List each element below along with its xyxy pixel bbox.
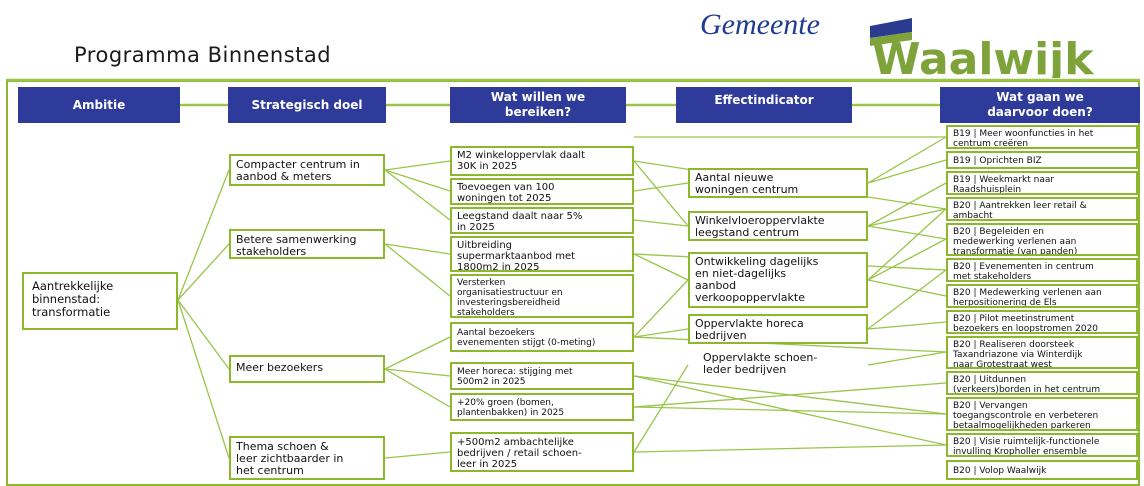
connector-line [633,160,689,227]
actie-herpositionering-els: B20 | Medewerking verlenen aan herpositi… [946,284,1138,308]
actie-aantrekken-leer-retail: B20 | Aantrekken leer retail & ambacht [946,197,1138,221]
connector-line [867,351,947,366]
connector-line [384,169,451,221]
indicator-ontwikkeling-aanbod: Ontwikkeling dagelijks en niet-dagelijks… [688,252,868,308]
actie-begeleiden-transformatie: B20 | Begeleiden en medewerking verlenen… [946,223,1138,256]
resultaat-organisatiestructuur: Versterken organisatiestructuur en inves… [450,274,634,318]
actie-weekmarkt: B19 | Weekmarkt naar Raadshuisplein [946,171,1138,195]
connector-line [633,219,689,227]
actie-evenementen-centrum: B20 | Evenementen in centrum met stakeho… [946,258,1138,282]
actie-volop-waalwijk: B20 | Volop Waalwijk [946,460,1138,480]
actie-uitdunnen-borden: B20 | Uitdunnen (verkeers)borden in het … [946,371,1138,395]
connector-line [867,269,947,330]
resultaat-ambachtelijke-bedrijven: +500m2 ambachtelijke bedrijven / retail … [450,432,634,472]
indicator-oppervlakte-schoen-leder: Oppervlakte schoen- leder bedrijven [703,351,818,376]
resultaat-winkeloppervlak: M2 winkeloppervlak daalt 30K in 2025 [450,146,634,176]
connector-line [633,253,689,281]
connector-line [867,208,947,281]
connector-line [633,279,689,338]
connector-line [384,336,451,370]
connector-line [867,159,947,184]
connector-line [633,382,947,408]
indicator-oppervlakte-horeca: Oppervlakte horeca bedrijven [688,314,868,344]
connector-line [867,136,947,184]
connector-line [384,243,451,297]
header-ambitie: Ambitie [18,87,180,123]
connector-line [384,368,451,377]
connector-line [867,208,947,227]
connector-line [867,321,947,330]
resultaat-groen: +20% groen (bomen, plantenbakken) in 202… [450,393,634,421]
gemeente-waalwijk-logo: Gemeente Waalwijk [700,8,1095,78]
logo-flag-icon [870,18,912,38]
connector-line [633,336,947,353]
actie-pilot-meetinstrument: B20 | Pilot meetinstrument bezoekers en … [946,310,1138,334]
indicator-nieuwe-woningen: Aantal nieuwe woningen centrum [688,168,868,198]
doel-meer-bezoekers: Meer bezoekers [229,355,385,383]
logo-gemeente-text: Gemeente [700,8,820,41]
actie-visie-kropholler: B20 | Visie ruimtelijk-functionele invul… [946,433,1138,457]
actie-toegangscontrole-parkeren: B20 | Vervangen toegangscontrole en verb… [946,397,1138,431]
connector-line [384,451,451,459]
header-wat-doen: Wat gaan we daarvoor doen? [940,87,1140,123]
resultaat-meer-horeca: Meer horeca: stijging met 500m2 in 2025 [450,362,634,390]
resultaat-woningen: Toevoegen van 100 woningen tot 2025 [450,178,634,205]
connector-line [867,238,947,281]
doel-betere-samenwerking: Betere samenwerking stakeholders [229,229,385,259]
actie-meer-woonfuncties: B19 | Meer woonfuncties in het centrum c… [946,125,1138,149]
connector-line [384,243,451,255]
actie-oprichten-biz: B19 | Oprichten BIZ [946,151,1138,169]
connector-line [177,169,230,301]
connector-line [384,160,451,171]
connector-line [633,444,947,453]
resultaat-bezoekers-evenementen: Aantal bezoekers evenementen stijgt (0-m… [450,322,634,352]
page-title: Programma Binnenstad [74,43,332,67]
connector-line [633,364,689,453]
connector-line [867,225,947,240]
resultaat-leegstand: Leegstand daalt naar 5% in 2025 [450,207,634,234]
connector-line [867,279,947,297]
connector-line [633,375,947,446]
connector-line [633,328,689,338]
connector-line [633,182,689,192]
logo-waalwijk-text: Waalwijk [872,34,1095,78]
resultaat-supermarktaanbod: Uitbreiding supermarktaanbod met 1800m2 … [450,236,634,272]
header-wat-bereiken: Wat willen we bereiken? [450,87,626,123]
connector-line [177,299,230,459]
ambitie-box: Aantrekkelijke binnenstad: transformatie [22,272,178,330]
doel-thema-schoen-leer: Thema schoen & leer zichtbaarder in het … [229,436,385,480]
connector-line [177,243,230,301]
connector-line [867,182,947,227]
actie-doorsteek-taxandriazone: B20 | Realiseren doorsteek Taxandriazone… [946,336,1138,369]
indicator-winkelvloeroppervlakte: Winkelvloeroppervlakte leegstand centrum [688,211,868,241]
doel-compacter-centrum: Compacter centrum in aanbod & meters [229,154,385,186]
header-strategisch-doel: Strategisch doel [228,87,386,123]
header-effectindicator: Effectindicator [676,87,852,123]
connector-line [177,299,230,370]
connector-line [384,169,451,192]
connector-line [384,368,451,408]
